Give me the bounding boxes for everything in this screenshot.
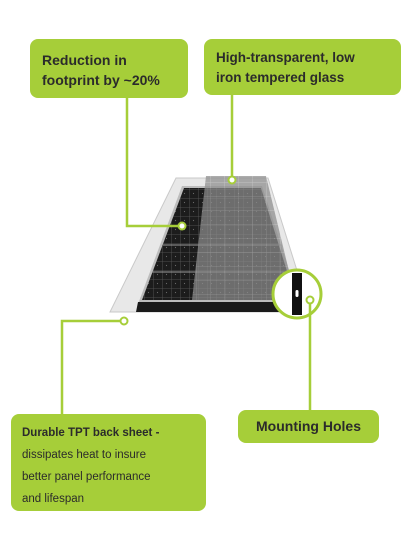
callout-glass-line1: High-transparent, low bbox=[216, 50, 355, 65]
callout-glass: High-transparent, low iron tempered glas… bbox=[204, 39, 401, 95]
callout-mounting-holes-label: Mounting Holes bbox=[256, 418, 361, 434]
panel-frame-bottom bbox=[136, 302, 300, 312]
callout-backsheet-lead: Durable TPT back sheet - bbox=[22, 427, 160, 439]
mounting-hole bbox=[295, 290, 299, 297]
leader-dot bbox=[119, 316, 129, 326]
callout-backsheet: Durable TPT back sheet - dissipates heat… bbox=[11, 414, 206, 511]
leader-dot bbox=[305, 295, 315, 305]
callout-mounting-holes: Mounting Holes bbox=[238, 410, 379, 443]
callout-footprint-line2: footprint by ~20% bbox=[42, 72, 160, 88]
leader-footprint bbox=[125, 98, 180, 228]
leader-dot bbox=[227, 175, 237, 185]
callout-footprint: Reduction in footprint by ~20% bbox=[30, 39, 188, 98]
callout-footprint-line1: Reduction in bbox=[42, 52, 127, 68]
leader-dot bbox=[177, 221, 187, 231]
callout-backsheet-line4: and lifespan bbox=[22, 493, 85, 505]
callout-backsheet-line2: dissipates heat to insure bbox=[22, 449, 147, 461]
callout-glass-line2: iron tempered glass bbox=[216, 70, 345, 85]
callout-backsheet-line3: better panel performance bbox=[22, 471, 151, 483]
leader-backsheet bbox=[60, 319, 124, 414]
tempered-glass bbox=[192, 176, 296, 300]
